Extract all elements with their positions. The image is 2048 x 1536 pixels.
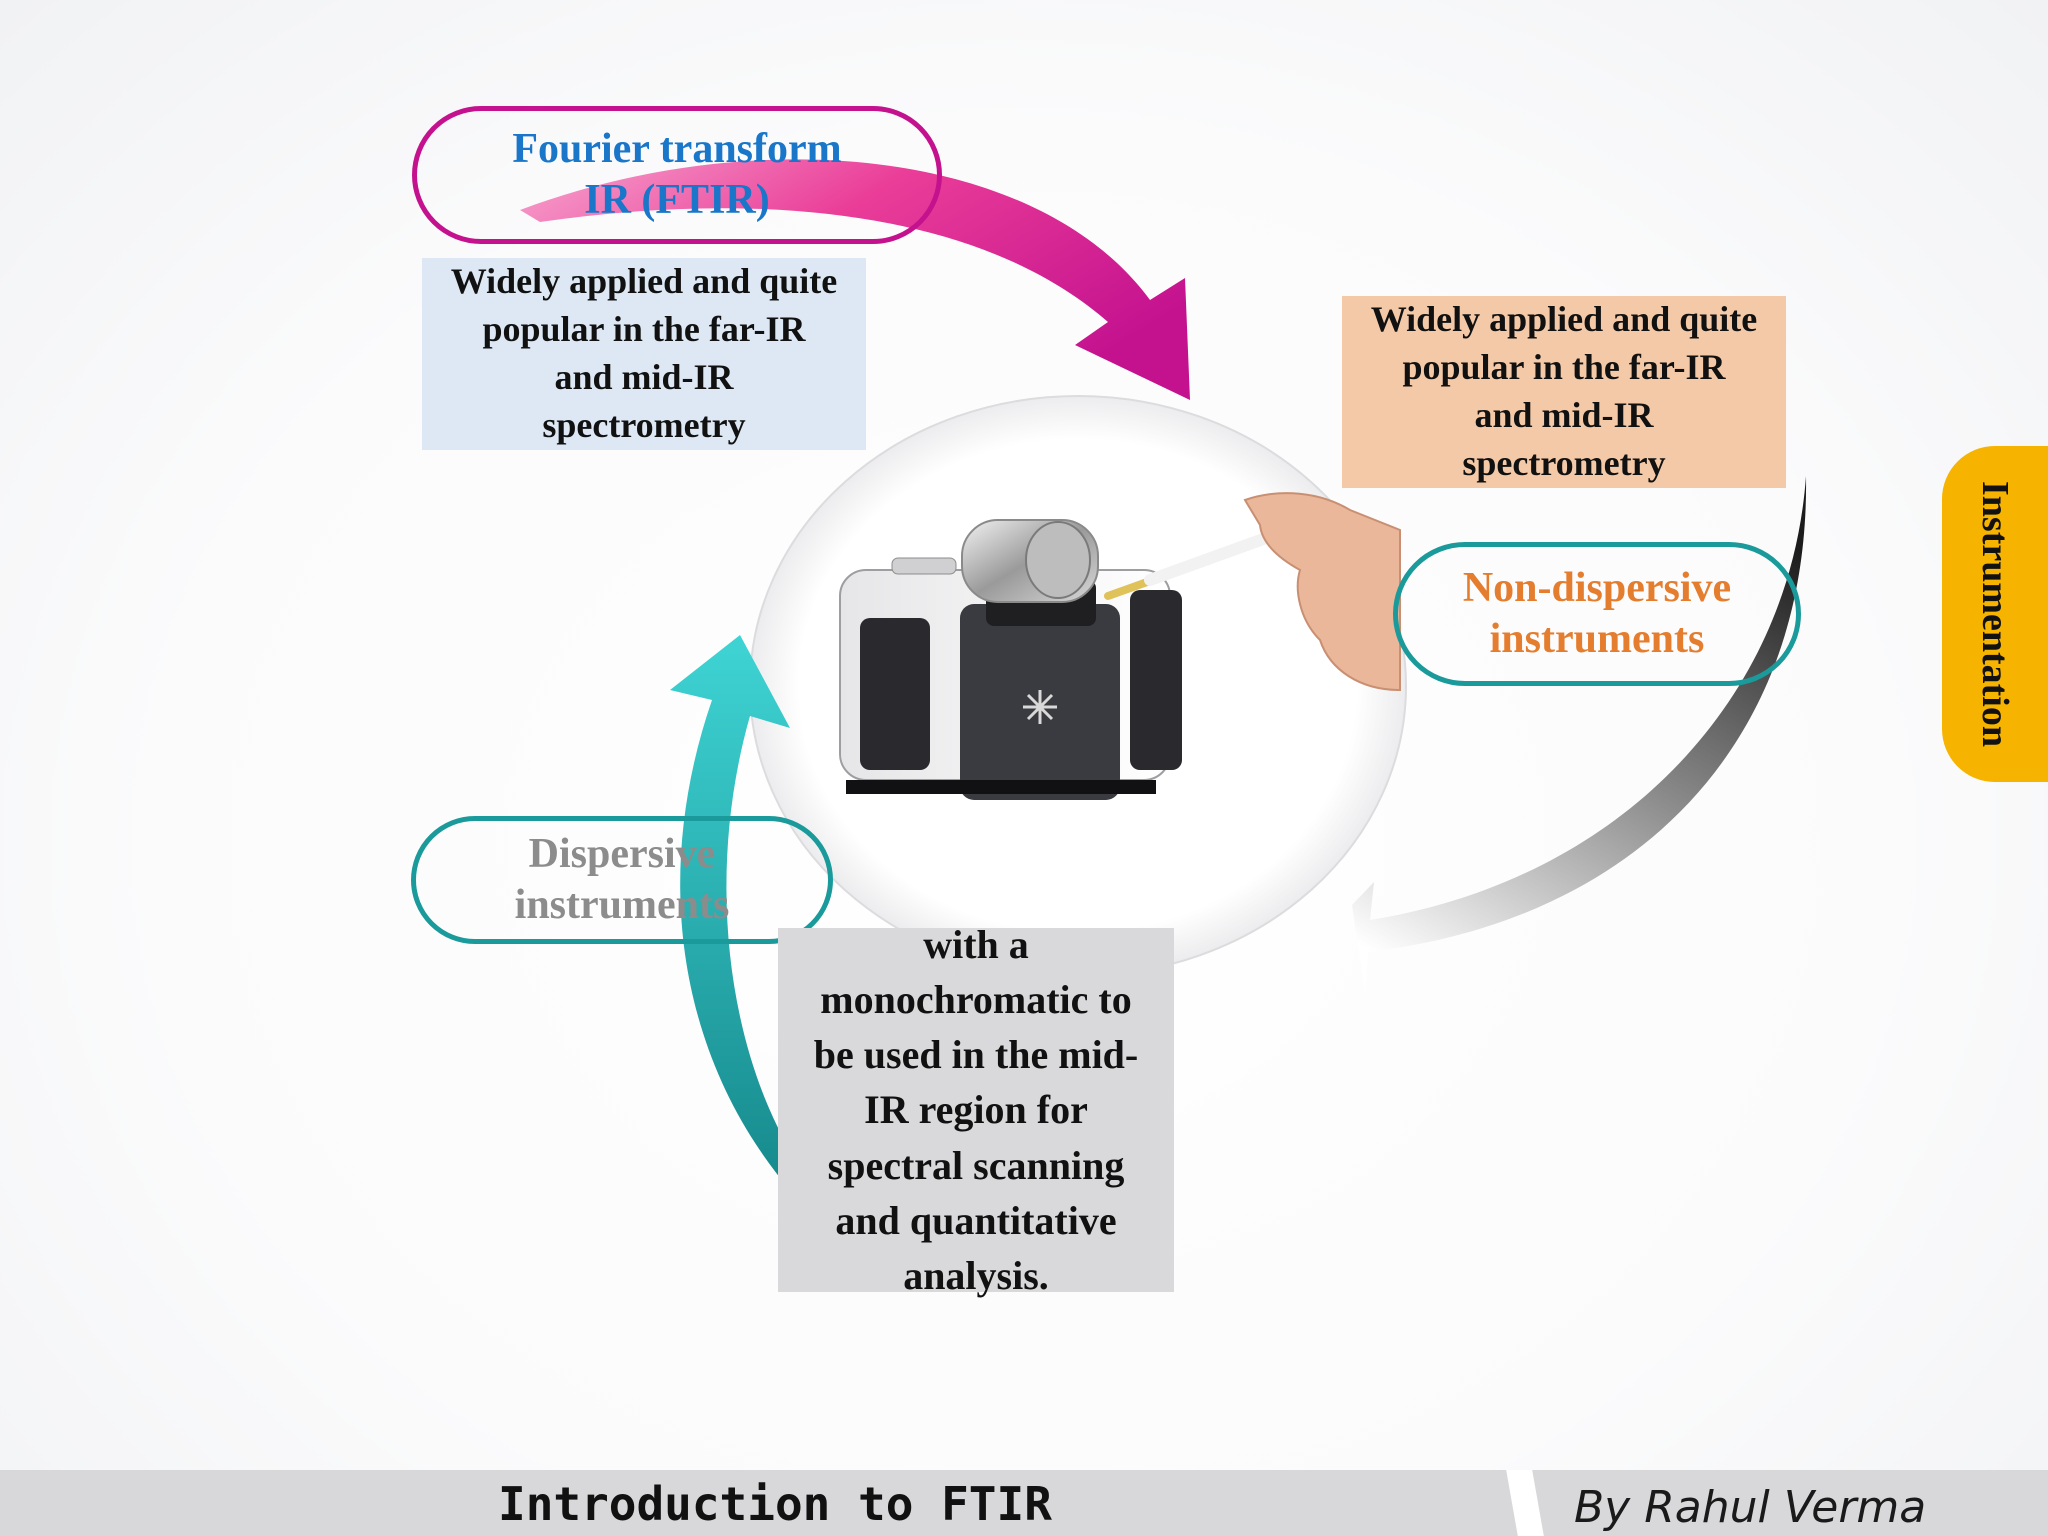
dispersive-title-line: instruments	[514, 882, 730, 928]
dispersive-label-pill: Dispersive instruments	[411, 816, 833, 944]
ftir-title-line: IR (FTIR)	[584, 177, 770, 223]
dispersive-note-line: be used in the mid-	[813, 1032, 1139, 1078]
ftir-arrow	[520, 159, 1190, 400]
non-dispersive-note-line: spectrometry	[1462, 442, 1666, 483]
ftir-note-line: Widely applied and quite	[450, 261, 838, 302]
ftir-note-line: spectrometry	[542, 404, 746, 445]
dispersive-description-box: with a monochromatic to be used in the m…	[778, 922, 1174, 1298]
non-dispersive-label-pill: Non-dispersive instruments	[1393, 542, 1801, 686]
ftir-instrument-image	[839, 492, 1401, 800]
ftir-note-line: popular in the far-IR	[482, 309, 806, 350]
dispersive-arrow	[670, 635, 790, 1190]
non-dispersive-description-box: Widely applied and quite popular in the …	[1342, 296, 1786, 488]
dispersive-note-line: and quantitative	[835, 1197, 1117, 1243]
footer-bar	[0, 1470, 2048, 1536]
footer-author: By Rahul Verma	[1574, 1482, 1927, 1533]
instrumentation-side-tab: Instrumentation	[1942, 446, 2048, 782]
dispersive-title-line: Dispersive	[528, 830, 716, 877]
dispersive-note-line: with a	[923, 921, 1029, 967]
ftir-label-pill: Fourier transform IR (FTIR)	[412, 106, 942, 244]
non-dispersive-title-line: Non-dispersive	[1462, 564, 1732, 611]
dispersive-note-line: IR region for	[864, 1087, 1088, 1133]
ftir-description-box: Widely applied and quite popular in the …	[422, 258, 866, 450]
dispersive-note-line: monochromatic to	[820, 977, 1132, 1023]
ftir-title-line: Fourier transform	[512, 125, 842, 172]
footer-title: Introduction to FTIR	[498, 1477, 1052, 1531]
non-dispersive-title-line: instruments	[1489, 616, 1705, 662]
non-dispersive-note-line: Widely applied and quite	[1370, 299, 1758, 340]
non-dispersive-note-line: and mid-IR	[1474, 395, 1654, 435]
dispersive-note-line: spectral scanning	[827, 1142, 1125, 1188]
side-tab-label: Instrumentation	[1974, 480, 2016, 748]
non-dispersive-arrow	[1352, 476, 1807, 992]
non-dispersive-note-line: popular in the far-IR	[1402, 347, 1726, 388]
dispersive-note-line: analysis.	[903, 1252, 1049, 1298]
ftir-note-line: and mid-IR	[554, 357, 734, 397]
